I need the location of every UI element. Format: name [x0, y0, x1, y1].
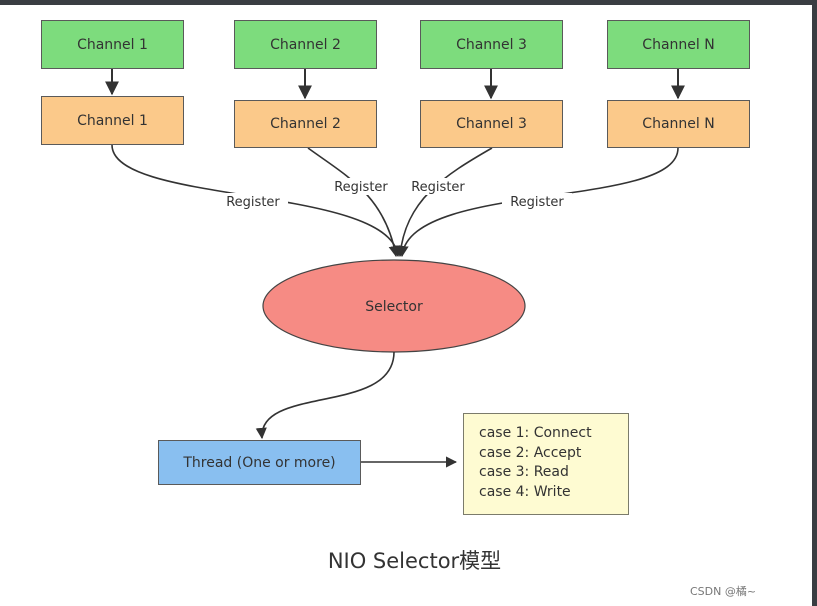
register-label-1: Register [226, 195, 280, 210]
register-label-2: Register [334, 180, 388, 195]
channel-registered-n: Channel N [607, 100, 750, 148]
case-write: case 4: Write [479, 483, 571, 500]
register-label-n: Register [510, 195, 564, 210]
case-read: case 3: Read [479, 464, 569, 480]
register-label-bg-1 [218, 193, 288, 210]
channel-registered-3: Channel 3 [420, 100, 563, 148]
selector-label: Selector [365, 299, 423, 315]
channel-top-n: Channel N [607, 20, 750, 69]
case-accept: case 2: Accept [479, 444, 582, 461]
channel-top-3: Channel 3 [420, 20, 563, 69]
register-label-bg-3 [403, 178, 473, 195]
case-connect: case 1: Connect [479, 425, 592, 441]
csdn-watermark: CSDN @橘~ [690, 585, 757, 598]
thread-box: Thread (One or more) [158, 440, 361, 485]
channel-top-1: Channel 1 [41, 20, 184, 69]
channel-registered-2: Channel 2 [234, 100, 377, 148]
window-right-bar [812, 0, 817, 606]
selector-to-thread-arrow [255, 351, 395, 440]
window-top-bar [0, 0, 817, 5]
register-label-bg-2 [326, 178, 396, 195]
cases-box: case 1: Connect case 2: Accept case 3: R… [463, 413, 629, 515]
channel-top-2: Channel 2 [234, 20, 377, 69]
register-curve-3 [395, 147, 493, 258]
register-label-bg-n [502, 193, 572, 210]
register-curve-2 [307, 147, 400, 258]
channel-registered-1: Channel 1 [41, 96, 184, 145]
diagram-caption: NIO Selector模型 [327, 549, 502, 573]
register-label-3: Register [411, 180, 465, 195]
